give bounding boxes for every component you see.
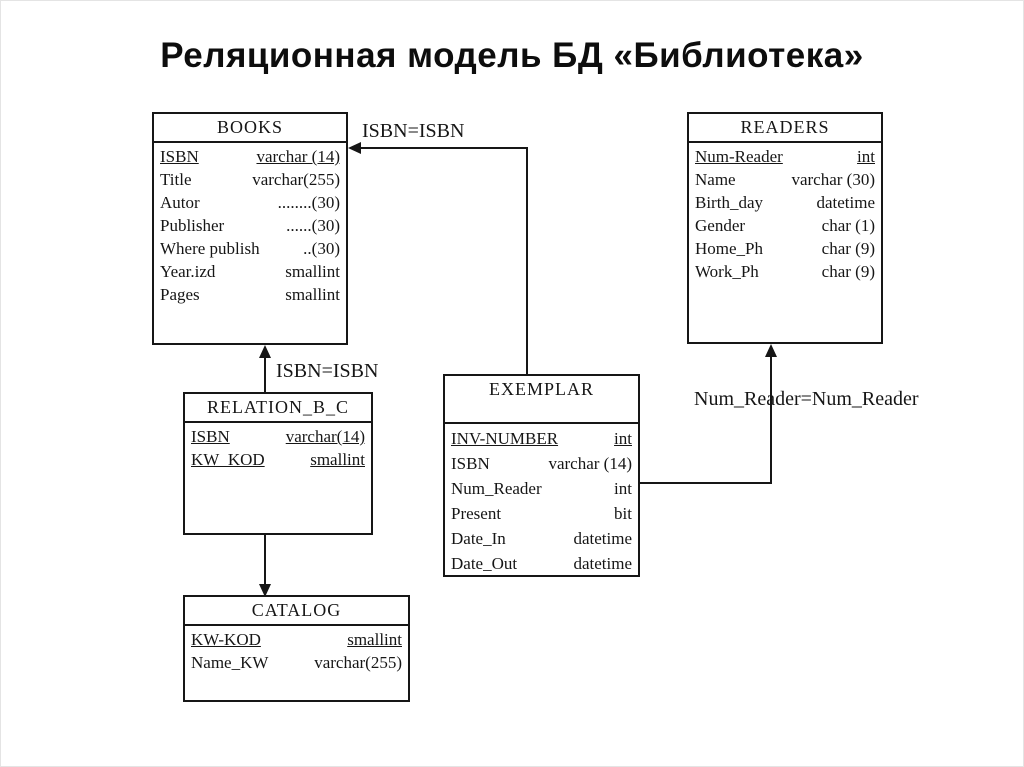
field-type: datetime [573, 529, 632, 548]
table-exemplar: EXEMPLAR INV-NUMBER int ISBN varchar (14) … [443, 374, 640, 577]
table-row: Gender char (1) [695, 214, 875, 237]
field-type: char (9) [821, 239, 875, 258]
table-books-fields: ISBN varchar (14) Title varchar(255) Autor… [154, 143, 346, 308]
table-row: Where publish ..(30) [160, 237, 340, 260]
table-row: Autor ........(30) [160, 191, 340, 214]
table-row: Work_Ph char (9) [695, 260, 875, 283]
field-type: smallint [310, 450, 365, 469]
field-type: ......(30) [286, 216, 340, 235]
connector-relation-books-vertical [264, 352, 266, 392]
field-name: Publisher [160, 216, 225, 235]
table-relation-b-c: RELATION_B_C ISBN varchar(14) KW_KOD small… [183, 392, 373, 535]
table-row: ISBN varchar (14) [451, 451, 632, 476]
table-relation-b-c-title: RELATION_B_C [185, 394, 371, 423]
table-row: Name varchar (30) [695, 168, 875, 191]
table-catalog-title: CATALOG [185, 597, 408, 626]
connector-exemplar-books-horizontal [352, 147, 528, 149]
relation-label-num-reader: Num_Reader=Num_Reader [694, 388, 919, 410]
field-name: Gender [695, 216, 746, 235]
field-name: Home_Ph [695, 239, 763, 258]
table-row: Birth_day datetime [695, 191, 875, 214]
relation-label-isbn-top: ISBN=ISBN [362, 120, 465, 142]
field-type: varchar(14) [285, 427, 365, 446]
field-name: Autor [160, 193, 200, 212]
field-type: char (1) [821, 216, 875, 235]
field-type: datetime [816, 193, 875, 212]
field-type: int [857, 147, 875, 166]
field-name: Work_Ph [695, 262, 759, 281]
connector-relation-catalog-vertical [264, 535, 266, 587]
table-row: Year.izd smallint [160, 260, 340, 283]
table-exemplar-title: EXEMPLAR [445, 376, 638, 424]
field-name: KW-KOD [191, 630, 261, 649]
field-type: int [614, 479, 632, 498]
table-row: ISBN varchar(14) [191, 425, 365, 448]
table-row: KW-KOD smallint [191, 628, 402, 651]
field-name: Pages [160, 285, 200, 304]
table-readers: READERS Num-Reader int Name varchar (30) B… [687, 112, 883, 344]
field-type: varchar(255) [252, 170, 340, 189]
table-readers-title: READERS [689, 114, 881, 143]
field-name: Present [451, 504, 502, 523]
table-row: Num-Reader int [695, 145, 875, 168]
connector-exemplar-readers-vertical [770, 350, 772, 484]
table-books-title: BOOKS [154, 114, 346, 143]
field-type: char (9) [821, 262, 875, 281]
field-name: ISBN [160, 147, 199, 166]
field-name: ISBN [451, 454, 490, 473]
field-type: bit [614, 504, 632, 523]
field-name: Where publish [160, 239, 260, 258]
table-row: Present bit [451, 501, 632, 526]
table-row: Title varchar(255) [160, 168, 340, 191]
field-type: ........(30) [277, 193, 340, 212]
page-title: Реляционная модель БД «Библиотека» [160, 36, 864, 75]
table-row: Publisher ......(30) [160, 214, 340, 237]
arrowhead-up-icon [765, 344, 777, 357]
field-name: Date_Out [451, 554, 518, 573]
arrowhead-up-icon [259, 345, 271, 358]
table-row: ISBN varchar (14) [160, 145, 340, 168]
table-catalog: CATALOG KW-KOD smallint Name_KW varchar(25… [183, 595, 410, 702]
table-row: Num_Reader int [451, 476, 632, 501]
field-name: Title [160, 170, 192, 189]
table-row: Date_In datetime [451, 526, 632, 551]
field-name: Year.izd [160, 262, 216, 281]
table-row: Date_Out datetime [451, 551, 632, 576]
field-type: varchar (30) [791, 170, 875, 189]
table-readers-fields: Num-Reader int Name varchar (30) Birth_day… [689, 143, 881, 285]
field-name: Birth_day [695, 193, 763, 212]
arrowhead-left-icon [348, 142, 361, 154]
connector-exemplar-books-vertical [526, 147, 528, 374]
table-catalog-fields: KW-KOD smallint Name_KW varchar(255) [185, 626, 408, 676]
relation-label-isbn-mid: ISBN=ISBN [276, 360, 379, 382]
field-type: varchar(255) [314, 653, 402, 672]
field-name: Num_Reader [451, 479, 542, 498]
table-row: INV-NUMBER int [451, 426, 632, 451]
table-row: KW_KOD smallint [191, 448, 365, 471]
field-name: Date_In [451, 529, 506, 548]
field-type: ..(30) [303, 239, 340, 258]
field-type: datetime [573, 554, 632, 573]
table-relation-b-c-fields: ISBN varchar(14) KW_KOD smallint [185, 423, 371, 473]
field-type: smallint [285, 285, 340, 304]
field-type: varchar (14) [548, 454, 632, 473]
arrowhead-down-icon [259, 584, 271, 597]
field-type: varchar (14) [256, 147, 340, 166]
field-type: int [614, 429, 632, 448]
field-name: INV-NUMBER [451, 429, 559, 448]
table-exemplar-fields: INV-NUMBER int ISBN varchar (14) Num_Reade… [445, 424, 638, 578]
connector-exemplar-readers-horizontal [639, 482, 772, 484]
field-name: Name [695, 170, 736, 189]
field-name: Num-Reader [695, 147, 783, 166]
field-type: smallint [285, 262, 340, 281]
table-row: Home_Ph char (9) [695, 237, 875, 260]
field-name: KW_KOD [191, 450, 265, 469]
table-books: BOOKS ISBN varchar (14) Title varchar(255)… [152, 112, 348, 345]
field-name: Name_KW [191, 653, 269, 672]
table-row: Name_KW varchar(255) [191, 651, 402, 674]
table-row: Pages smallint [160, 283, 340, 306]
field-name: ISBN [191, 427, 230, 446]
field-type: smallint [347, 630, 402, 649]
